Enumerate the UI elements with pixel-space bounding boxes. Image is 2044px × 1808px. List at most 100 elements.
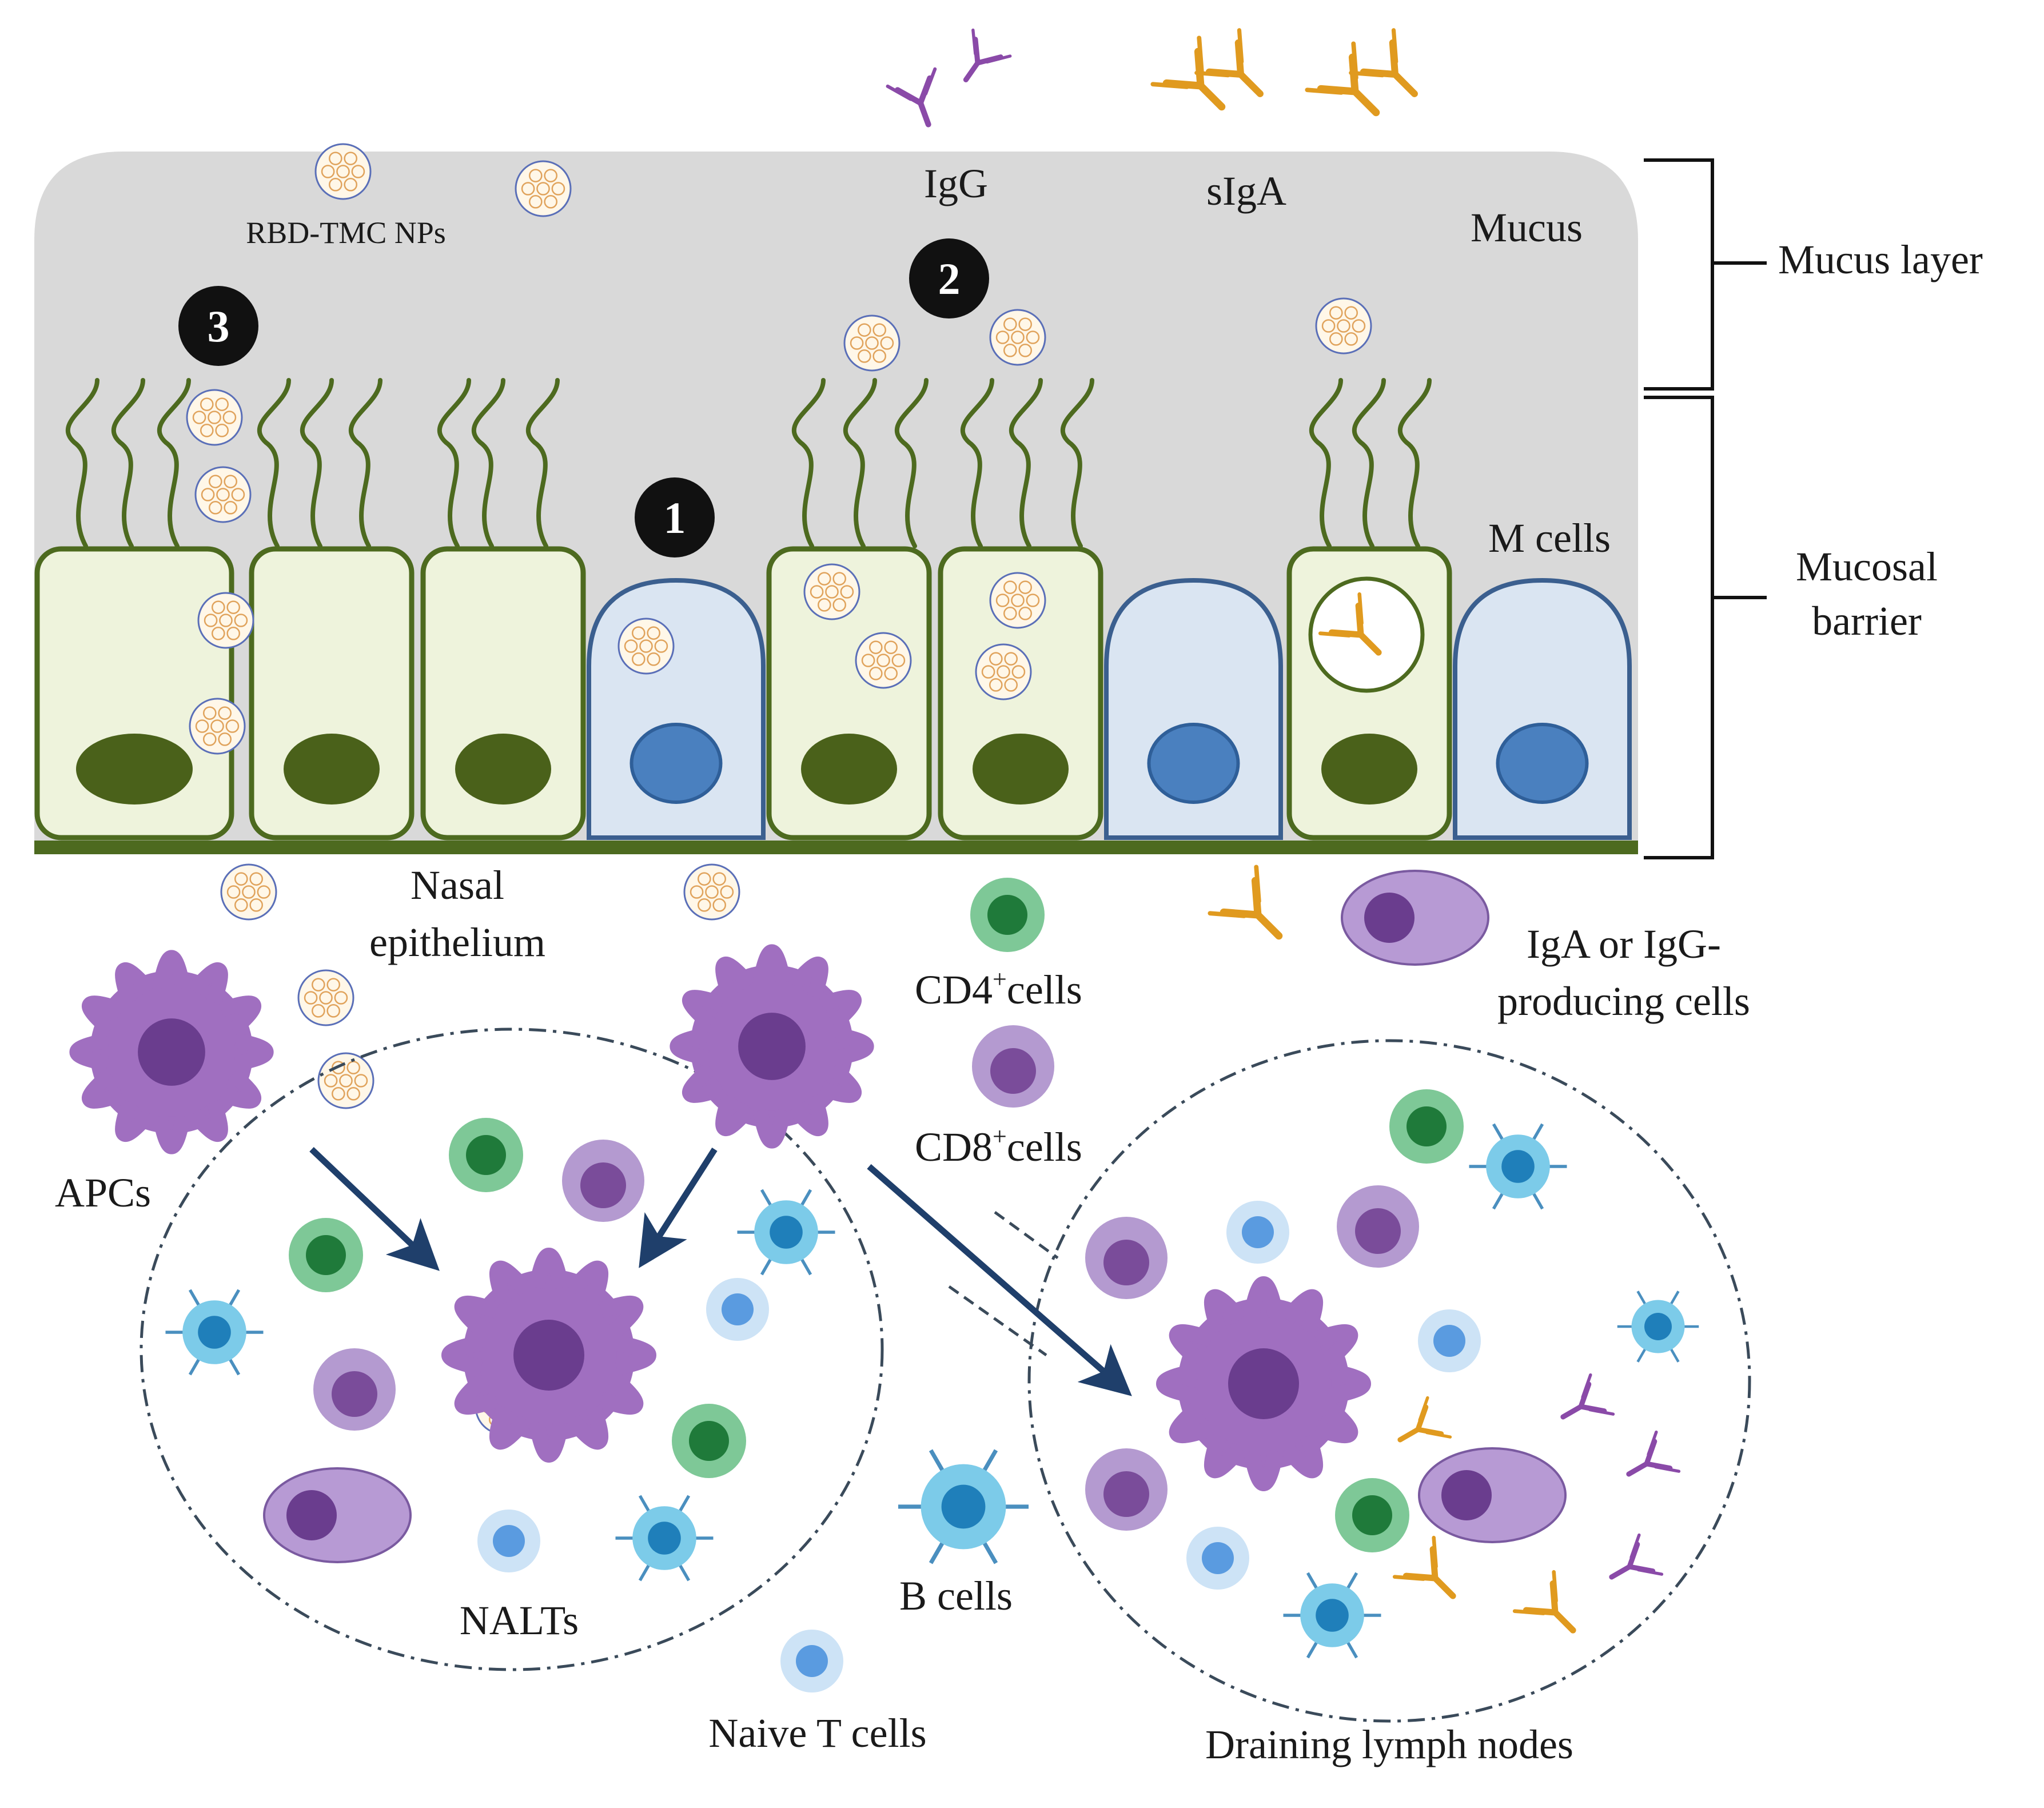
m-cell-nucleus [1147,723,1240,804]
rbd-tmc-np [989,572,1046,629]
iga-antibody [1349,28,1418,97]
cilium [300,378,334,548]
label-cd8-cells: CD8+cells [915,1122,1082,1170]
label-nalts: NALTs [460,1598,579,1643]
epithelial-nucleus [801,734,897,805]
rbd-tmc-np [843,314,901,372]
antibodies [886,28,1681,1634]
rbd-tmc-np [855,632,912,689]
cilium [1009,378,1043,548]
arrow-apc-left-to-nalt [309,1147,440,1271]
rbd-tmc-np [683,863,740,921]
cd8-cell [1085,1217,1168,1299]
iga-antibody [1150,35,1226,111]
label-nasal: Nasal [411,862,504,908]
b-cell [1617,1291,1699,1363]
rbd-tmc-np [975,643,1032,700]
step-marker-1: 1 [635,477,715,557]
rbd-tmc-np [617,618,675,675]
rbd-tmc-np [314,143,372,200]
label-rbd-tmc-nps: RBD-TMC NPs [246,216,446,250]
label-mucus-layer: Mucus layer [1778,237,1983,282]
iga-antibody [1194,28,1264,97]
b-cell [1469,1123,1567,1210]
epithelial-nucleus [284,734,380,805]
epithelial-nucleus [973,734,1069,805]
cilia [65,378,1432,548]
rbd-tmc-np [1315,297,1372,355]
rbd-tmc-np [220,863,277,921]
rbd-tmc-np [194,466,252,523]
cd4-cell-legend [970,878,1045,952]
mucus-layer-bracket [1644,158,1767,391]
naive-t-cell [477,1510,540,1572]
naive-t-cell [1418,1309,1481,1372]
label-mucus: Mucus [1471,205,1583,250]
arrow-apc-right-to-nalt [639,1148,718,1268]
epithelial-nucleus [76,734,193,805]
cilium [1352,378,1386,548]
svg-text:2: 2 [938,254,961,304]
naive-t-cell [1226,1201,1289,1264]
m-cell [1453,578,1632,840]
cilium [111,378,145,548]
immune-cells [69,870,1699,1692]
apc-right [670,944,874,1149]
label-mucosal: Mucosal [1796,544,1938,590]
m-cell-nucleus [629,723,723,804]
lymph-connector [948,1210,1059,1357]
plasma-cell [1341,870,1489,966]
epithelial-nucleus [455,734,551,805]
cilium [894,378,929,548]
label-igg: IgG [924,161,988,206]
step-marker-2: 2 [909,238,989,318]
migration-arrows [309,1147,1132,1396]
nalts-region [140,1028,884,1671]
rbd-tmc-np [186,389,243,446]
label-cd4-cells: CD4+cells [915,965,1082,1013]
basement-membrane [34,841,1638,854]
naive-t-cell [706,1278,769,1341]
rbd-tmc-np [989,309,1046,366]
label-m-cells: M cells [1488,515,1611,561]
apc-nalt [441,1248,656,1463]
igg-antibody [886,67,937,128]
rbd-tmc-np [803,563,860,620]
apc-nucleus [1228,1348,1299,1419]
cilium [960,378,994,548]
epithelial-cell [420,546,586,841]
draining-lymph-node-region [1027,1039,1751,1723]
m-cell [1104,578,1283,840]
rbd-tmc-np [297,969,354,1026]
cilium [525,378,560,548]
igg-antibody [1626,1430,1681,1477]
cd8-cell [562,1140,644,1222]
mucosal-barrier-bracket [1644,396,1767,859]
rbd-tmc-np [197,592,254,649]
epithelial-cell [249,546,415,841]
apc-nucleus [513,1320,584,1391]
iga-antibody [1392,1535,1456,1599]
cd4-cell [289,1218,363,1292]
cilium [348,378,382,548]
rbd-tmc-np [189,698,246,755]
cilium [471,378,505,548]
rbd-tmc-np [515,160,572,217]
cd4-cell [1335,1478,1409,1552]
b-cell-legend [898,1449,1029,1564]
label-epithelium: epithelium [369,919,545,965]
cilium [257,378,291,548]
svg-text:3: 3 [208,301,230,351]
rbd-tmc-nanoparticles [186,143,1372,1447]
apc-lymph-node [1156,1276,1371,1491]
apc-nucleus [138,1018,205,1086]
plasma-cell [263,1467,412,1563]
rbd-tmc-np [317,1052,374,1109]
apc-left [69,950,274,1154]
epithelial-cell [34,546,234,841]
b-cell [165,1289,264,1376]
iga-antibody [1208,865,1283,940]
cilium [791,378,826,548]
cd8-cell [1337,1185,1419,1268]
